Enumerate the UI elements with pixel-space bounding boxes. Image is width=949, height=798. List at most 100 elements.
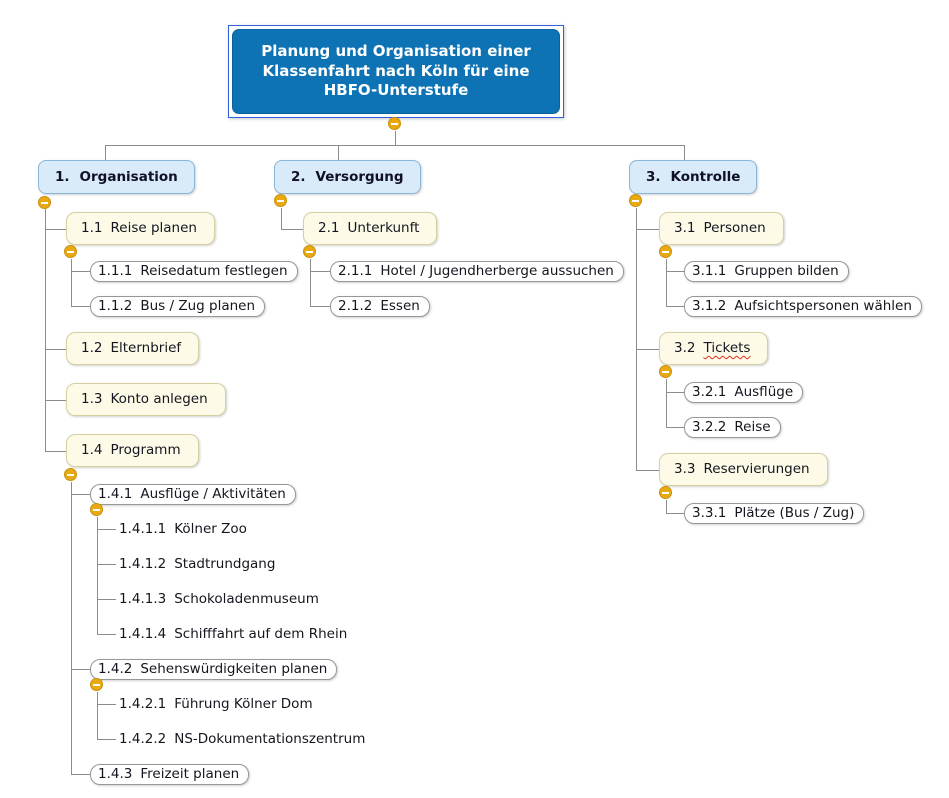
node-3-3-reservierungen[interactable]: 3.3 Reservierungen — [659, 453, 828, 486]
node-number: 1.4.2.2 — [119, 731, 167, 747]
connector-line — [281, 208, 282, 229]
node-3-2-2-reise[interactable]: 3.2.2 Reise — [684, 417, 781, 438]
connector-line — [636, 208, 637, 470]
node-label: Unterkunft — [347, 220, 420, 236]
node-number: 3.2.2 — [692, 419, 727, 435]
node-number: 1.4 — [81, 442, 103, 458]
node-label: Versorgung — [315, 169, 404, 185]
node-1-3-konto-anlegen[interactable]: 1.3 Konto anlegen — [66, 383, 226, 416]
collapse-toggle-icon-2[interactable] — [274, 194, 287, 207]
node-label: Kölner Zoo — [174, 521, 247, 537]
root-node[interactable]: Planung und Organisation einer Klassenfa… — [228, 25, 564, 118]
connector-line — [666, 427, 684, 428]
node-number: 3.3 — [674, 461, 696, 477]
collapse-toggle-icon-1-4-2[interactable] — [90, 678, 103, 691]
collapse-toggle-icon-1-4-1[interactable] — [90, 503, 103, 516]
node-1-4-1-ausfluege-aktivitaeten[interactable]: 1.4.1 Ausflüge / Aktivitäten — [90, 484, 296, 505]
connector-line — [666, 392, 684, 393]
connector-line — [666, 259, 667, 306]
connector-line — [310, 271, 330, 272]
node-label: Hotel / Jugendherberge aussuchen — [380, 263, 614, 279]
connector-line — [666, 500, 667, 513]
node-3-kontrolle[interactable]: 3.Kontrolle — [629, 160, 758, 194]
collapse-toggle-icon-1-4[interactable] — [64, 468, 77, 481]
node-label: Stadtrundgang — [174, 556, 276, 572]
node-2-1-unterkunft[interactable]: 2.1 Unterkunft — [303, 212, 438, 245]
connector-line — [310, 306, 330, 307]
connector-line — [97, 704, 116, 705]
node-1-4-2-2-ns-dokumentationszentrum[interactable]: 1.4.2.2 NS-Dokumentationszentrum — [119, 731, 365, 747]
node-2-versorgung[interactable]: 2. Versorgung — [274, 160, 421, 194]
collapse-toggle-icon-3-1[interactable] — [659, 245, 672, 258]
node-1-4-1-4-schifffahrt[interactable]: 1.4.1.4 Schifffahrt auf dem Rhein — [119, 626, 347, 642]
connector-line — [338, 145, 339, 160]
node-number: 2. — [291, 169, 306, 185]
connector-line — [97, 529, 116, 530]
node-label: Führung Kölner Dom — [174, 696, 313, 712]
node-1-1-2-bus-zug-planen[interactable]: 1.1.2 Bus / Zug planen — [90, 296, 266, 317]
node-label: Reservierungen — [703, 461, 810, 477]
connector-line — [45, 349, 66, 350]
connector-line — [97, 692, 98, 739]
node-number: 2.1 — [318, 220, 340, 236]
collapse-toggle-icon-3-2[interactable] — [659, 365, 672, 378]
connector-line — [45, 451, 66, 452]
node-label: Reise planen — [110, 220, 197, 236]
node-number: 1.4.1 — [98, 486, 133, 502]
node-number: 1.4.2 — [98, 661, 133, 677]
node-label: Sehenswürdigkeiten planen — [140, 661, 328, 677]
node-label: Konto anlegen — [110, 391, 208, 407]
node-label: Reise — [734, 419, 771, 435]
node-label: Personen — [703, 220, 766, 236]
node-label: NS-Dokumentationszentrum — [174, 731, 366, 747]
node-number: 1.1.2 — [98, 298, 133, 314]
node-number: 1.4.3 — [98, 766, 133, 782]
node-label: Programm — [110, 442, 181, 458]
collapse-toggle-icon-1[interactable] — [38, 196, 51, 209]
node-number: 3.2 — [674, 340, 696, 356]
node-label: Ausflüge / Aktivitäten — [140, 486, 286, 502]
root-title: Planung und Organisation einer Klassenfa… — [232, 29, 560, 114]
node-number: 1.3 — [81, 391, 103, 407]
node-label-spellcheck: Tickets — [703, 340, 751, 356]
connector-line — [395, 131, 396, 145]
node-number: 1.4.1.2 — [119, 556, 167, 572]
collapse-toggle-icon-3-3[interactable] — [659, 486, 672, 499]
node-label: Bus / Zug planen — [140, 298, 256, 314]
node-number: 3.1.1 — [692, 263, 727, 279]
connector-line — [71, 259, 72, 306]
node-3-2-tickets[interactable]: 3.2 Tickets — [659, 332, 769, 365]
collapse-toggle-icon-1-1[interactable] — [64, 245, 77, 258]
node-number: 1.4.1.4 — [119, 626, 167, 642]
node-number: 2.1.2 — [338, 298, 373, 314]
node-label: Organisation — [79, 169, 178, 185]
collapse-toggle-icon-2-1[interactable] — [303, 245, 316, 258]
node-1-4-programm[interactable]: 1.4 Programm — [66, 434, 199, 467]
node-1-4-2-sehenswuerdigkeiten[interactable]: 1.4.2 Sehenswürdigkeiten planen — [90, 659, 338, 680]
node-label: Schifffahrt auf dem Rhein — [174, 626, 348, 642]
connector-line — [310, 259, 311, 306]
node-1-4-1-2-stadtrundgang[interactable]: 1.4.1.2 Stadtrundgang — [119, 556, 275, 572]
connector-line — [666, 379, 667, 427]
node-label: Kontrolle — [670, 169, 741, 185]
collapse-toggle-icon-root[interactable] — [388, 117, 401, 130]
node-1-organisation[interactable]: 1.Organisation — [38, 160, 195, 194]
connector-line — [97, 517, 98, 634]
collapse-toggle-icon-3[interactable] — [629, 194, 642, 207]
connector-line — [45, 209, 46, 451]
